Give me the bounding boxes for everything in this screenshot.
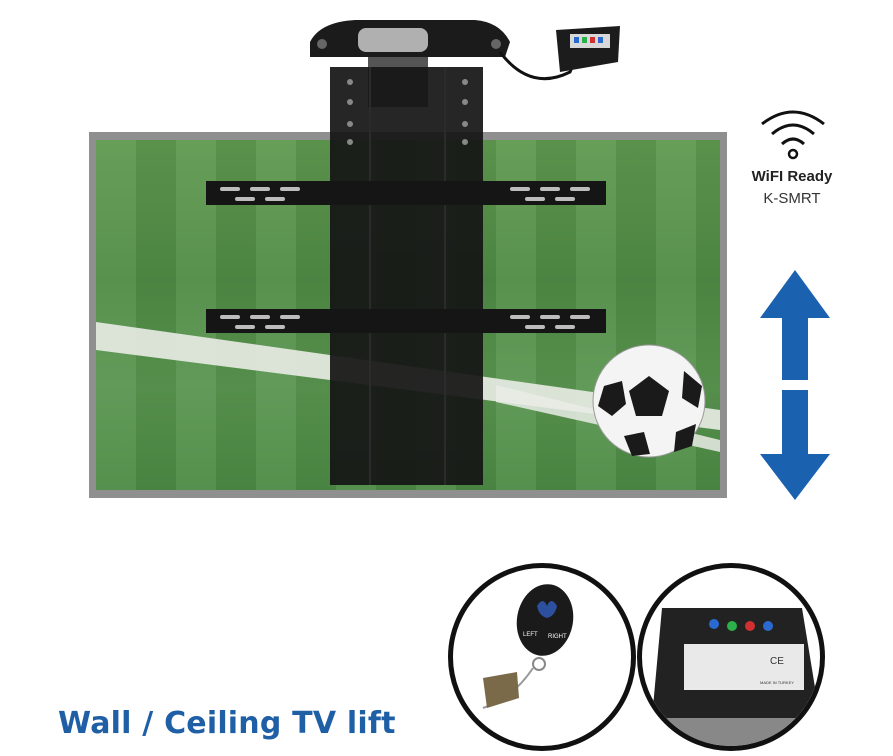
tv-lift-mechanism <box>206 20 606 485</box>
down-arrow-icon <box>760 390 830 500</box>
product-title: Wall / Ceiling TV lift <box>58 706 396 741</box>
vesa-arm-top <box>206 181 606 205</box>
remote-control-photo: LEFT RIGHT <box>448 563 636 751</box>
wifi-icon <box>761 110 825 160</box>
up-arrow-icon <box>760 270 830 380</box>
remote-left-label: LEFT <box>523 632 538 638</box>
vesa-arm-bottom <box>206 309 606 333</box>
made-in-label: MADE IN TURKEY <box>760 680 794 685</box>
remote-right-label: RIGHT <box>548 634 567 640</box>
remote-control-illustration: LEFT RIGHT <box>482 584 574 709</box>
motor <box>358 28 428 52</box>
model-label: K-SMRT <box>763 190 821 207</box>
control-box-illustration: CE MADE IN TURKEY <box>642 608 820 746</box>
ce-mark: CE <box>770 656 784 667</box>
soccer-ball-icon <box>592 344 706 458</box>
wifi-ready-label: WiFI Ready <box>751 168 833 185</box>
lift-column <box>330 67 483 485</box>
control-box <box>556 26 620 72</box>
control-box-detail-photo: CE MADE IN TURKEY <box>637 563 825 751</box>
